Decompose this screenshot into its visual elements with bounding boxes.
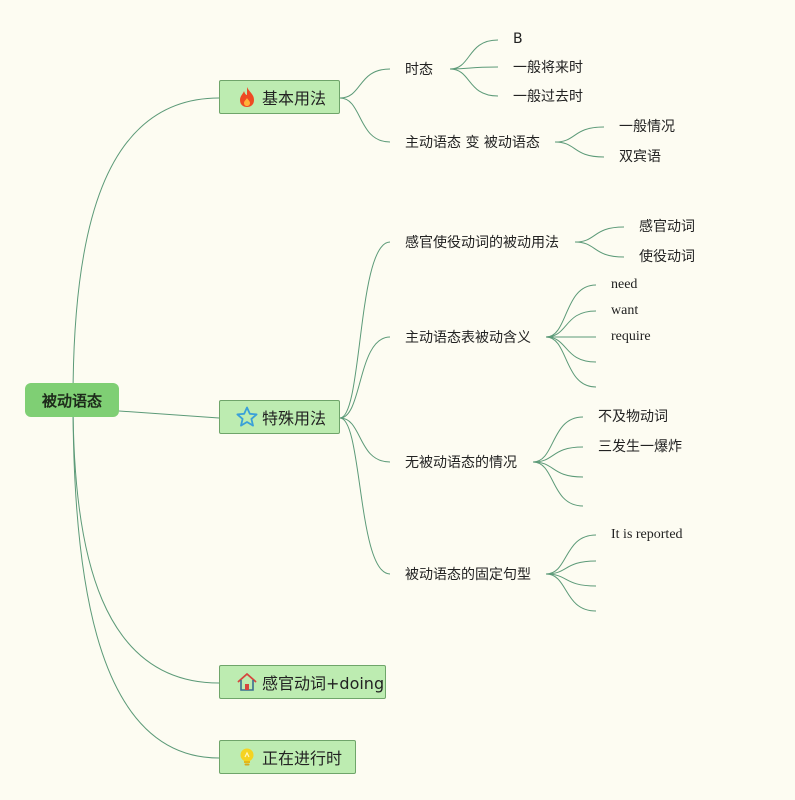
link-root-sense-doing xyxy=(72,399,220,684)
link-basic-active xyxy=(339,97,391,143)
branch-basic-usage[interactable]: 基本用法 xyxy=(219,80,340,114)
link-basic-tense xyxy=(339,68,391,99)
link-special-nopassive xyxy=(339,417,391,463)
lightbulb-icon xyxy=(236,746,258,768)
link-root-special xyxy=(118,410,220,419)
node-intransitive-verbs[interactable]: 不及物动词 xyxy=(598,409,668,425)
node-it-is-reported[interactable]: It is reported xyxy=(611,527,683,542)
branch-special-usage[interactable]: 特殊用法 xyxy=(219,400,340,434)
link-np-1 xyxy=(532,446,584,463)
node-tense-b[interactable]: B xyxy=(513,31,523,47)
link-fp-2 xyxy=(545,573,597,587)
node-sense-causative-passive[interactable]: 感官使役动词的被动用法 xyxy=(405,235,559,251)
link-tense-b xyxy=(449,39,499,70)
node-future-simple[interactable]: 一般将来时 xyxy=(513,60,583,76)
flame-icon xyxy=(236,86,258,108)
link-apm-1 xyxy=(545,310,597,338)
branch-label: 基本用法 xyxy=(262,89,327,108)
root-node[interactable]: 被动语态 xyxy=(25,383,119,417)
link-tense-future xyxy=(449,66,499,70)
link-root-progressive xyxy=(72,399,220,759)
node-no-passive-cases[interactable]: 无被动语态的情况 xyxy=(405,455,517,471)
link-root-basic xyxy=(72,97,220,401)
link-np-3 xyxy=(532,461,584,507)
node-active-form-passive-meaning[interactable]: 主动语态表被动含义 xyxy=(405,330,531,346)
link-sc-causative xyxy=(574,241,625,258)
node-want[interactable]: want xyxy=(611,303,639,318)
node-double-object[interactable]: 双宾语 xyxy=(619,149,661,165)
node-happen-explode[interactable]: 三发生一爆炸 xyxy=(598,439,682,455)
link-apm-0 xyxy=(545,284,597,338)
branch-sense-verbs-doing[interactable]: 感官动词+doing xyxy=(219,665,386,699)
node-general-case[interactable]: 一般情况 xyxy=(619,119,675,135)
node-tense[interactable]: 时态 xyxy=(405,62,433,78)
link-special-fixed xyxy=(339,417,391,575)
link-atp-double xyxy=(554,141,605,158)
node-active-to-passive[interactable]: 主动语态 变 被动语态 xyxy=(405,135,540,151)
link-atp-general xyxy=(554,126,605,143)
branch-label: 特殊用法 xyxy=(262,409,327,428)
link-tense-past xyxy=(449,68,499,97)
root-label: 被动语态 xyxy=(41,391,102,410)
node-past-simple[interactable]: 一般过去时 xyxy=(513,89,583,105)
node-need[interactable]: need xyxy=(611,277,638,292)
branch-label: 正在进行时 xyxy=(262,749,343,768)
node-causative-verbs[interactable]: 使役动词 xyxy=(639,249,695,265)
link-special-activemeaning xyxy=(339,336,391,419)
link-apm-4 xyxy=(545,336,597,388)
link-np-0 xyxy=(532,416,584,463)
link-fp-0 xyxy=(545,534,597,575)
node-sense-verbs[interactable]: 感官动词 xyxy=(639,219,695,235)
link-apm-3 xyxy=(545,336,597,363)
link-special-sense xyxy=(339,241,391,419)
link-fp-1 xyxy=(545,560,597,575)
node-require[interactable]: require xyxy=(611,329,651,344)
star-icon xyxy=(236,406,258,428)
house-icon xyxy=(236,671,258,693)
node-fixed-patterns[interactable]: 被动语态的固定句型 xyxy=(405,567,531,583)
link-np-2 xyxy=(532,461,584,478)
link-fp-3 xyxy=(545,573,597,612)
link-sc-sense xyxy=(574,226,625,243)
branch-label: 感官动词+doing xyxy=(262,674,385,693)
branch-present-continuous[interactable]: 正在进行时 xyxy=(219,740,356,774)
